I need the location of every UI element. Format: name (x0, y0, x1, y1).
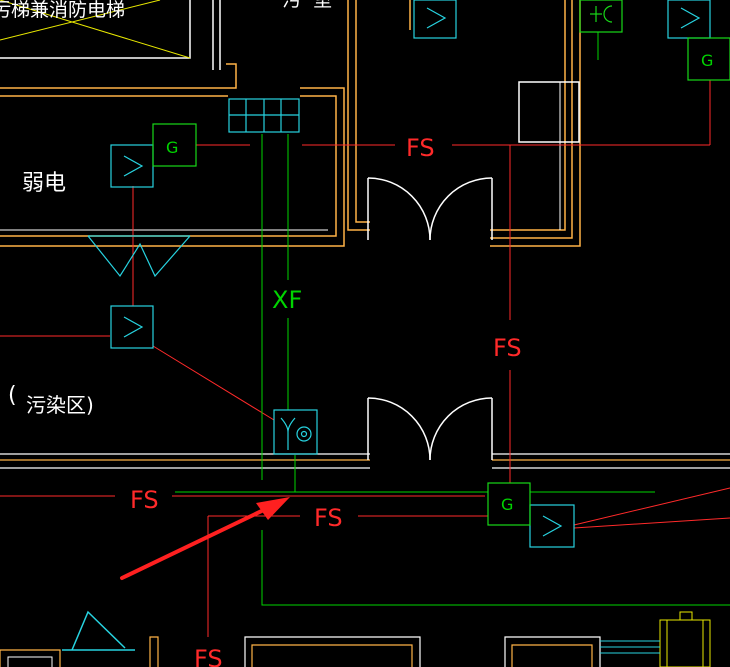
bottom-grille (600, 640, 660, 654)
wall-right-shaft-4 (490, 0, 573, 239)
label-fs-top: FS (406, 134, 435, 162)
label-fs-mid: FS (314, 504, 343, 532)
label-top-room-partial: 污 室 (270, 0, 332, 11)
wall-right-shaft-3 (490, 0, 566, 231)
label-paren-open: ( (8, 383, 17, 408)
damper-g-top-right: G (701, 51, 713, 70)
doors (62, 177, 493, 651)
double-door-lower (367, 397, 493, 461)
exhaust-unit (273, 409, 318, 455)
exhaust-hood (87, 235, 191, 278)
red-ducts (0, 80, 730, 637)
damper-box-upper-left (152, 123, 197, 167)
bottom-cabinet (659, 611, 711, 667)
double-door-upper (367, 177, 493, 241)
label-fs-left: FS (130, 486, 159, 514)
fan-box-top-right (667, 0, 711, 39)
air-grille (228, 98, 300, 133)
equipment (87, 0, 730, 667)
annotation-arrow (120, 497, 290, 580)
wall-orange-1 (0, 63, 237, 89)
label-weak-current: 弱电 (22, 171, 66, 196)
label-contaminated-zone: 污染区) (26, 393, 94, 417)
fan-box-upper-left (110, 144, 154, 188)
fan-box-lower-right (529, 504, 575, 548)
damper-box-lower-right (487, 482, 531, 526)
shaft-square (518, 81, 580, 143)
wall-right-shaft-1 (347, 0, 370, 231)
label-xf: XF (272, 286, 302, 314)
wall-right-shaft-5 (490, 0, 581, 247)
wall-orange-3 (0, 87, 345, 247)
top-valve-symbol (579, 0, 623, 33)
fan-box-top (413, 0, 457, 39)
wall-right-shaft-2 (355, 0, 370, 223)
damper-g-upper-left: G (166, 138, 178, 157)
label-fs-right-vertical: FS (493, 334, 522, 362)
door-bottom-left (62, 610, 135, 651)
damper-g-lower-right: G (501, 495, 513, 514)
fan-box-mid-left (110, 305, 154, 349)
label-fs-bottom: FS (194, 645, 223, 667)
green-ducts (175, 32, 730, 606)
label-top-left-room: 污梯兼消防电梯 (0, 0, 125, 21)
damper-box-top-right (687, 37, 730, 81)
